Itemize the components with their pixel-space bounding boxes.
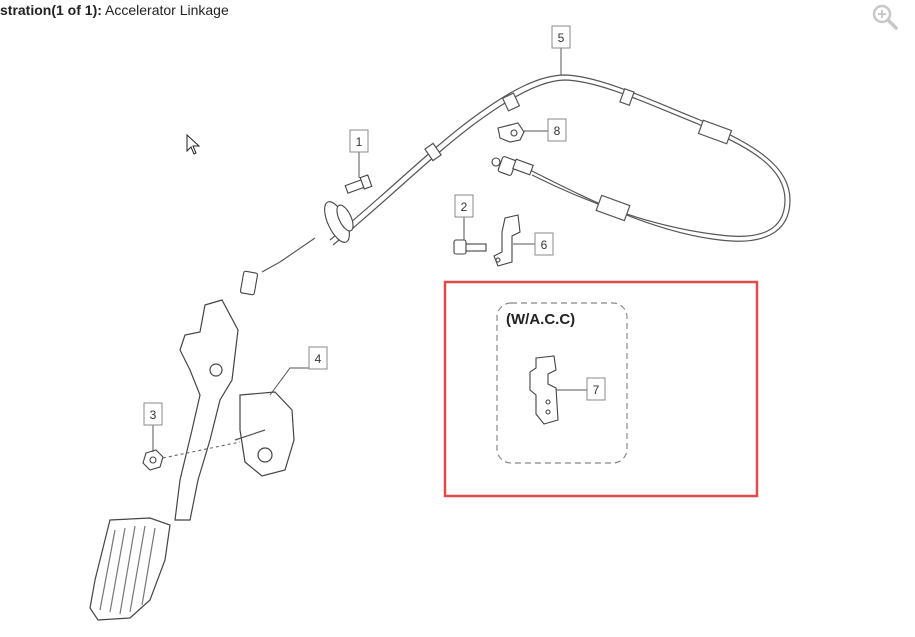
svg-text:4: 4: [315, 352, 322, 366]
illustration-header: stration(1 of 1): Accelerator Linkage: [0, 2, 229, 18]
callout-6: 6: [534, 232, 554, 256]
bracket-part-6: [493, 214, 521, 267]
cable-end-fitting: [491, 156, 534, 176]
bolt-part-2: [453, 239, 487, 255]
callout-8: 8: [547, 118, 567, 142]
zoom-in-icon[interactable]: [870, 2, 900, 32]
callout-1: 1: [349, 129, 369, 153]
callout-4: 4: [308, 346, 328, 370]
svg-text:8: 8: [554, 124, 561, 138]
acc-variant-label: (W/A.C.C): [506, 311, 575, 328]
callout-7: 7: [586, 377, 606, 401]
cable-clip: [497, 122, 525, 143]
svg-text:1: 1: [356, 135, 363, 149]
accelerator-cable: [329, 74, 791, 246]
svg-text:6: 6: [541, 238, 548, 252]
callout-3: 3: [143, 402, 163, 426]
acc-variant-highlight: (W/A.C.C): [443, 280, 759, 498]
bolt-part-1: [344, 174, 373, 194]
accelerator-pedal-assembly: [89, 299, 295, 621]
illustration-counter: stration(1 of 1):: [0, 2, 102, 18]
svg-text:2: 2: [461, 200, 468, 214]
callout-leaders: [152, 48, 588, 452]
cable-grommet: [239, 201, 354, 296]
svg-text:7: 7: [593, 383, 600, 397]
bracket-part-7: [529, 355, 559, 425]
callout-2: 2: [454, 194, 474, 218]
mouse-cursor: [186, 133, 201, 155]
nut-part-3: [142, 441, 241, 471]
svg-text:5: 5: [558, 31, 565, 45]
svg-text:3: 3: [150, 408, 157, 422]
callout-5: 5: [551, 25, 571, 49]
illustration-title: Accelerator Linkage: [105, 2, 229, 18]
